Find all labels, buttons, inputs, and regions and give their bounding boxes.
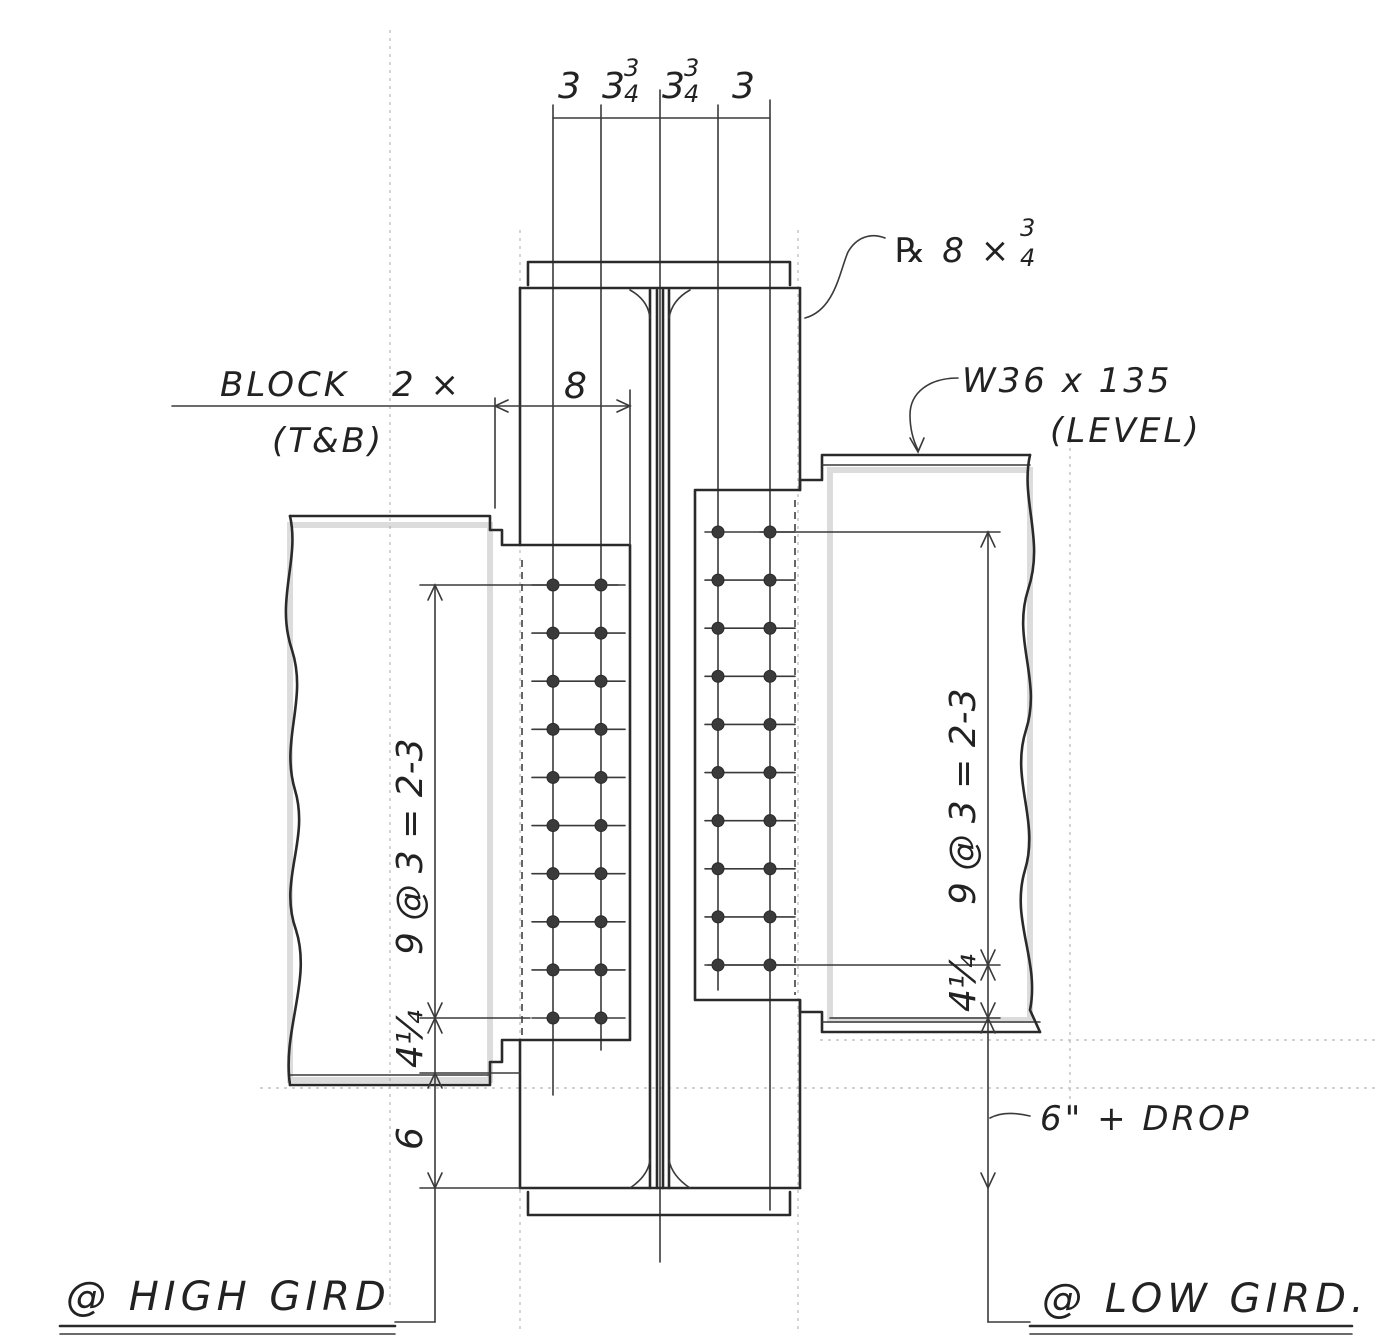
plate-label-num: 3 <box>1020 214 1035 242</box>
block-label-line1: BLOCK <box>220 365 349 405</box>
bolt <box>546 722 560 736</box>
dim-top-1: 3 <box>558 66 581 107</box>
bolt <box>594 1011 608 1025</box>
bolt <box>594 674 608 688</box>
bolt <box>711 766 725 780</box>
bolt <box>763 814 777 828</box>
bolt <box>594 915 608 929</box>
dim-top-3-num: 3 <box>684 54 699 82</box>
bolt <box>546 626 560 640</box>
bolt <box>546 963 560 977</box>
bolt <box>546 915 560 929</box>
block-callout: BLOCK 2 × 8 (T&B) <box>171 365 632 546</box>
left-bolt-spacing-dim: 9 @ 3 = 2-3 <box>390 738 431 955</box>
bolt <box>711 669 725 683</box>
bolt <box>711 717 725 731</box>
beam-callout: W36 x 135 (LEVEL) <box>909 361 1202 454</box>
dim-top-3-den: 4 <box>684 80 699 108</box>
bolt <box>546 819 560 833</box>
top-dimension-string: 3 3 3 4 3 3 4 3 <box>552 54 771 1263</box>
bolt <box>763 621 777 635</box>
bolt <box>546 674 560 688</box>
bolt <box>763 573 777 587</box>
bolt <box>594 626 608 640</box>
construction-lines <box>260 30 1380 1330</box>
bolt <box>763 766 777 780</box>
left-edge-dim: 4¼ <box>390 1010 431 1068</box>
bolt <box>546 770 560 784</box>
bolt <box>711 621 725 635</box>
bolt <box>711 525 725 539</box>
dim-top-2-num: 3 <box>624 54 639 82</box>
beam-label-line2: (LEVEL) <box>1050 411 1202 451</box>
bolt <box>763 717 777 731</box>
block-label-line2: (T&B) <box>272 421 384 461</box>
bolt <box>711 814 725 828</box>
left-bolt-group <box>531 578 626 1025</box>
left-caption: @ HIGH GIRD <box>66 1274 391 1320</box>
plate-label-den: 4 <box>1020 244 1035 272</box>
bolt <box>711 862 725 876</box>
block-label-size: 8 <box>564 366 587 407</box>
bolt <box>594 867 608 881</box>
bolt <box>546 1011 560 1025</box>
bolt <box>711 910 725 924</box>
right-caption: @ LOW GIRD. <box>1042 1276 1369 1322</box>
right-vertical-dimension: 9 @ 3 = 2-3 4¼ 6" + DROP <box>707 530 1251 1323</box>
dim-top-2-den: 4 <box>624 80 639 108</box>
bolt <box>763 910 777 924</box>
bolt <box>546 867 560 881</box>
plate-label-prefix: ℞ 8 × <box>895 231 1012 271</box>
right-bottom-dim: 6" + DROP <box>1040 1099 1251 1139</box>
dim-top-4: 3 <box>732 66 755 107</box>
column-section <box>518 260 802 1217</box>
right-bolt-spacing-dim: 9 @ 3 = 2-3 <box>943 688 984 905</box>
bolt <box>594 722 608 736</box>
right-edge-dim: 4¼ <box>943 954 984 1012</box>
bolt <box>763 862 777 876</box>
right-bolt-group <box>704 525 796 972</box>
plate-callout: ℞ 8 × 3 4 <box>804 214 1035 319</box>
beam-label-line1: W36 x 135 <box>962 361 1173 401</box>
block-label-count: 2 × <box>392 365 462 405</box>
bolt <box>594 770 608 784</box>
bolt <box>763 669 777 683</box>
high-girder <box>284 514 632 1087</box>
captions: @ HIGH GIRD @ LOW GIRD. <box>58 1274 1369 1335</box>
bolt <box>594 819 608 833</box>
low-girder <box>693 453 1042 1034</box>
bolt <box>594 963 608 977</box>
dim-top-2-whole: 3 <box>602 66 625 107</box>
dim-top-3-whole: 3 <box>662 66 685 107</box>
bolt <box>711 573 725 587</box>
left-bottom-dim: 6 <box>390 1127 431 1150</box>
left-vertical-dimension: 9 @ 3 = 2-3 4¼ 6 <box>390 583 619 1323</box>
